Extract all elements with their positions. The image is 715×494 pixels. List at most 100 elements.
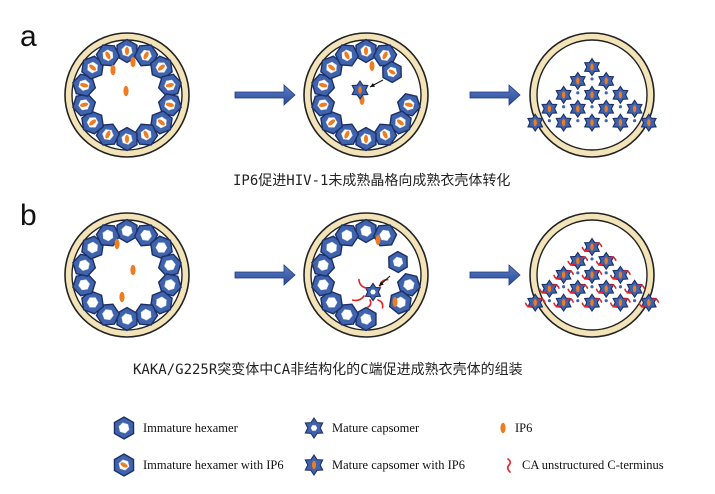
ca-c-terminus (651, 298, 660, 303)
panel-b-label: b (20, 199, 37, 232)
ca-c-terminus (524, 302, 533, 308)
immature-hexamer-with-ip6 (396, 93, 421, 117)
immature-hexamer-with-ip6 (388, 110, 412, 135)
immature-hexamer (320, 235, 344, 260)
ca-c-terminus (608, 256, 617, 262)
capsid-gap-dot (576, 271, 580, 275)
immature-hexamer (320, 290, 344, 315)
legend-ca-unstructured-c-terminus: CA unstructured C-terminus (522, 458, 664, 472)
ip6-legend-mark (500, 422, 506, 434)
ca-c-terminus (553, 302, 562, 308)
immature-hexamer (334, 303, 360, 326)
ca-c-terminus (351, 295, 365, 302)
immature-hexamer-with-ip6 (311, 73, 336, 97)
capsid-gap-dot (576, 91, 580, 95)
immature-hexamer-icon (113, 416, 135, 440)
ca-c-terminus (551, 284, 560, 289)
panel-b-caption: KAKA/G225R突变体中CA非结构化的C端促进成熟衣壳体的组装 (133, 361, 523, 378)
immature-hexamer-with-ip6 (334, 123, 360, 146)
ca-c-terminus (580, 256, 589, 262)
capsid-gap-dot (604, 91, 608, 95)
legend-mature-capsomer: Mature capsomer (332, 421, 420, 435)
ca-c-terminus (377, 299, 384, 309)
ca-c-terminus-icon (506, 458, 512, 473)
immature-hexamer-with-ip6 (149, 110, 173, 135)
immature-hexamer-with-ip6 (149, 55, 173, 80)
immature-hexamer-with-ip6 (81, 55, 105, 80)
ca-c-terminus (581, 246, 590, 252)
ca-c-terminus (553, 274, 562, 280)
capsid-gap-dot (618, 105, 623, 109)
immature-hexamer (334, 224, 360, 247)
panel-b-arrow-2 (469, 264, 521, 286)
mature-capsomer-with-ip6 (598, 71, 615, 91)
immature-hexamer-with-ip6 (95, 123, 121, 146)
ip6-molecule (130, 56, 136, 68)
immature-hexamer (133, 303, 159, 326)
capsid-gap-dot (562, 105, 566, 109)
immature-hexamer-with-ip6 (334, 44, 360, 67)
legend-immature-hexamer: Immature hexamer (143, 421, 239, 435)
mature-capsomer-icon (304, 417, 324, 439)
panel-a-caption: IP6促进HIV-1未成熟晶格向成熟衣壳体转化 (233, 172, 510, 189)
immature-hexamer-with-ip6 (81, 110, 105, 135)
ca-c-terminus-legend-mark (506, 458, 512, 473)
immature-hexamer-with-ip6 (320, 110, 344, 135)
immature-hexamer (116, 306, 138, 332)
ca-c-terminus (539, 288, 548, 294)
capsid-gap-dot (576, 119, 580, 123)
mature-capsomer-with-ip6 (640, 113, 657, 133)
ip6-icon (500, 422, 506, 434)
process-arrow (234, 84, 296, 106)
ip6-molecule (375, 235, 381, 245)
immature-hexamer (396, 273, 421, 297)
capsid-gap-dot (547, 119, 552, 123)
capsid-gap-dot (576, 299, 580, 303)
immature-hexamer (72, 273, 97, 297)
immature-hexamer (95, 224, 121, 247)
mature-capsomer-with-ip6 (527, 113, 544, 133)
process-arrow (469, 264, 521, 286)
panel-a-transition-lattice (303, 32, 429, 158)
capsid-gap-dot (633, 119, 637, 123)
capsid-gap-dot (562, 285, 566, 289)
pointer-arrowhead (370, 82, 375, 87)
immature-hexamer-with-ip6 (116, 38, 138, 64)
panel-b-transition-lattice (303, 212, 429, 338)
ca-c-terminus (358, 278, 367, 289)
ip6-molecule (369, 61, 375, 71)
immature-hexamer (95, 303, 121, 326)
mature-capsomer-with-ip6 (555, 293, 572, 313)
mature-capsomer-with-ip6 (612, 293, 629, 313)
capsid-gap-dot (590, 257, 594, 261)
immature-hexamer-with-ip6 (72, 73, 97, 97)
immature-hexamer-with-ip6 (116, 126, 138, 152)
legend-mature-capsomer-with-ip6: Mature capsomer with IP6 (332, 458, 465, 472)
ip6-molecule (130, 264, 136, 276)
ca-c-terminus (581, 302, 590, 308)
immature-hexamer-with-ip6 (382, 60, 402, 84)
immature-hexamer (388, 290, 412, 315)
immature-hexamer (113, 416, 135, 440)
immature-hexamer-with-ip6 (372, 123, 398, 146)
immature-hexamer (72, 253, 97, 277)
ca-c-terminus (622, 298, 631, 303)
immature-hexamer (311, 253, 336, 277)
capsid-gap-dot (590, 285, 594, 289)
mature-capsomer-with-ip6 (598, 99, 615, 119)
mature-capsomer-with-ip6 (569, 99, 586, 119)
immature-hexamer-with-ip6 (311, 93, 336, 117)
immature-hexamer (116, 218, 138, 244)
ca-c-terminus (595, 260, 604, 266)
capsid-gap-dot (618, 285, 623, 289)
immature-hexamer (355, 218, 377, 244)
ca-c-terminus (610, 302, 619, 308)
immature-hexamer-with-ip6 (113, 453, 135, 477)
legend: Immature hexamer Mature capsomer IP6 Imm… (113, 416, 664, 477)
immature-hexamer (157, 253, 182, 277)
immature-hexamer (149, 290, 173, 315)
immature-hexamer (149, 235, 173, 260)
ca-c-terminus (594, 298, 603, 303)
immature-hexamer-with-ip6-icon (113, 453, 135, 477)
